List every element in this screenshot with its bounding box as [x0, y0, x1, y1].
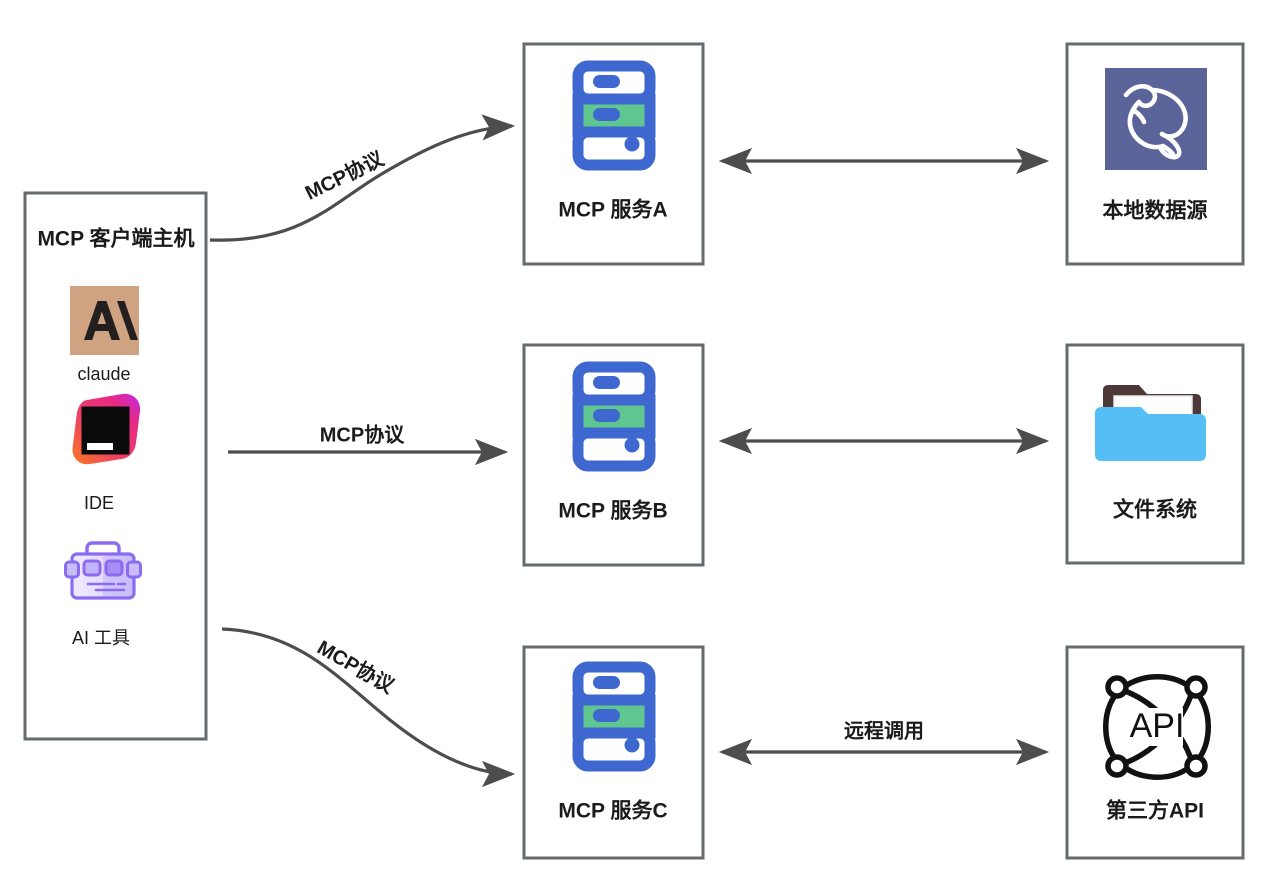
local-data-source-node[interactable]: 本地数据源	[1065, 42, 1245, 266]
api-network-icon: API	[1103, 674, 1211, 780]
ai-tools-caption: AI 工具	[72, 628, 130, 648]
local-data-source-label: 本地数据源	[1103, 199, 1208, 223]
client-host-node[interactable]: MCP 客户端主机 claude IDE	[23, 191, 208, 741]
edge-client-to-server-a: MCP协议	[209, 114, 516, 242]
edge-client-to-server-b-label: MCP协议	[320, 422, 405, 446]
ide-caption: IDE	[84, 493, 114, 513]
toolbox-icon	[64, 541, 142, 600]
client-host-title: MCP 客户端主机	[37, 227, 194, 251]
edge-client-to-server-c: MCP协议	[221, 627, 516, 788]
mcp-server-b-label: MCP 服务B	[558, 499, 667, 523]
mcp-server-c-label: MCP 服务C	[558, 799, 667, 823]
mcp-server-a-node[interactable]: MCP 服务A	[522, 42, 705, 266]
third-party-api-box	[1065, 645, 1245, 860]
mcp-server-b-node[interactable]: MCP 服务B	[522, 343, 705, 567]
third-party-api-label: 第三方API	[1106, 799, 1204, 823]
mysql-dolphin-icon	[1105, 68, 1207, 170]
edge-client-to-server-b: MCP协议	[228, 422, 509, 466]
third-party-api-node[interactable]: API 第三方API	[1065, 645, 1245, 860]
client-app-ide[interactable]: IDE	[72, 393, 141, 513]
edge-client-to-server-c-line	[221, 627, 516, 788]
server-rack-icon	[572, 361, 656, 472]
claude-caption: claude	[77, 364, 130, 384]
server-rack-icon	[572, 661, 656, 772]
client-app-ai-tools[interactable]: AI 工具	[64, 541, 142, 648]
claude-logo-icon	[70, 286, 139, 355]
folder-icon	[1095, 385, 1206, 461]
filesystem-node[interactable]: 文件系统	[1065, 343, 1245, 565]
edge-server-c-to-third-party-api: 远程调用	[718, 719, 1050, 766]
edge-client-to-server-a-label: MCP协议	[301, 146, 388, 205]
client-host-box	[23, 191, 208, 741]
client-app-claude[interactable]: claude	[70, 286, 139, 384]
edge-client-to-server-a-line	[209, 114, 516, 242]
edge-server-c-to-third-party-api-label: 远程调用	[844, 719, 924, 742]
server-rack-icon	[572, 60, 656, 171]
api-glyph-text: API	[1130, 707, 1185, 745]
filesystem-label: 文件系统	[1113, 498, 1197, 522]
mcp-server-c-node[interactable]: MCP 服务C	[522, 645, 705, 860]
mcp-server-a-label: MCP 服务A	[558, 198, 667, 222]
jetbrains-ide-icon	[72, 393, 141, 465]
